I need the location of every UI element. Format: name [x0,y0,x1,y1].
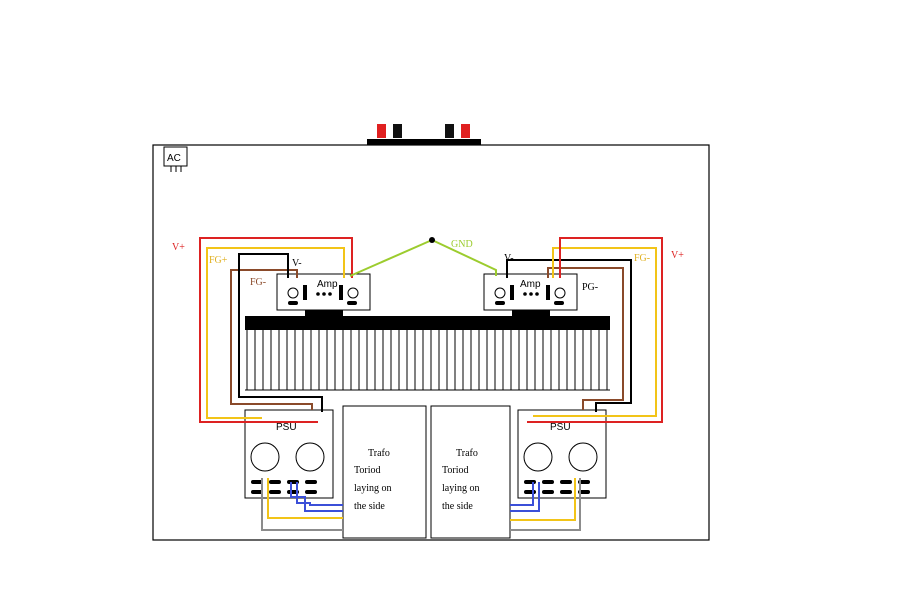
trafo-right-line2: laying on [442,483,480,494]
trafo-right-title: Trafo [456,448,478,459]
psu-left-label: PSU [276,422,297,433]
wiring [199,237,663,531]
trafo-left-line3: the side [354,501,385,512]
trafo-left-title: Trafo [368,448,390,459]
right-vminus-label: V- [504,253,514,264]
left-vminus-label: V- [292,258,302,269]
wire-left-vplus [199,237,353,423]
right-pgminus-label: PG- [582,282,598,293]
left-vplus-label: V+ [172,242,185,253]
left-fgplus-label: FG+ [209,255,228,266]
wire-right-ac-gray [510,478,581,531]
wire-right-vminus [506,259,632,412]
wire-right-fgminus [547,267,624,410]
terminal-black-left [393,124,402,138]
wire-right-ac-blue-1 [510,482,534,506]
amp-right-label: Amp [520,279,541,290]
wire-right-vplus [527,237,663,423]
wire-right-ac-yellow [510,478,576,521]
right-vplus-label: V+ [671,250,684,261]
wire-right-ac-blue-2 [510,482,540,512]
heatsink [245,309,610,391]
wire-left-ac-blue-2 [296,482,343,506]
amp-board-right [483,273,578,311]
wire-left-ac-gray [261,478,343,531]
wire-left-fgminus [230,269,313,410]
wire-right-fgplus [533,247,657,417]
wire-right-gnd [431,239,497,276]
amp-left-label: Amp [317,279,338,290]
left-fgminus-label: FG- [250,277,266,288]
trafo-left-line1: Toriod [354,465,381,476]
terminal-red-left [377,124,386,138]
trafo-left-line2: laying on [354,483,392,494]
trafo-right [430,405,511,539]
psu-right-label: PSU [550,422,571,433]
wire-left-ac-blue-1 [290,482,343,512]
terminal-red-right [461,124,470,138]
speaker-terminals [367,124,481,145]
trafo-right-line3: the side [442,501,473,512]
trafo-left [342,405,427,539]
wire-left-vminus [238,253,323,412]
gnd-label: GND [451,239,473,250]
gnd-star-point [429,237,435,243]
wire-left-fgplus [206,247,345,419]
ac-label: AC [167,153,181,164]
wire-left-gnd [349,239,433,277]
terminal-black-right [445,124,454,138]
wire-left-ac-yellow [267,478,343,519]
right-fgminus-label: FG- [634,253,650,264]
ac-inlet [163,146,188,172]
trafo-right-line1: Toriod [442,465,469,476]
amp-board-left [276,273,371,311]
